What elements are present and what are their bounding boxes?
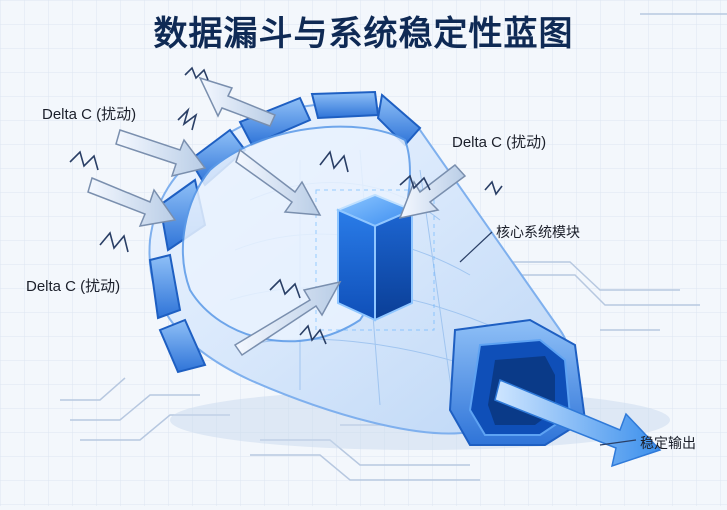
arrow-in-5 xyxy=(398,163,467,220)
arrow-in-3 xyxy=(87,176,177,227)
disturbance-sparks xyxy=(69,66,503,345)
circuit-traces-right xyxy=(510,13,727,331)
leader-lines xyxy=(459,231,637,446)
arrow-in-2 xyxy=(115,129,207,178)
label-disturbance-left-top: Delta C (扰动) xyxy=(42,106,137,123)
stable-output-arrow xyxy=(494,378,662,468)
label-disturbance-left-bottom: Delta C (扰动) xyxy=(26,278,121,295)
arrow-in-1 xyxy=(198,76,277,127)
label-core-module: 核心系统模块 xyxy=(496,225,580,241)
disturbance-arrows xyxy=(87,76,467,357)
core-cube xyxy=(315,189,435,331)
label-disturbance-right-top: Delta C (扰动) xyxy=(452,134,547,151)
page-title: 数据漏斗与系统稳定性蓝图 xyxy=(153,14,574,54)
arrow-in-6 xyxy=(233,280,342,357)
label-stable-output: 稳定输出 xyxy=(640,436,696,452)
arrow-in-4 xyxy=(235,148,322,216)
